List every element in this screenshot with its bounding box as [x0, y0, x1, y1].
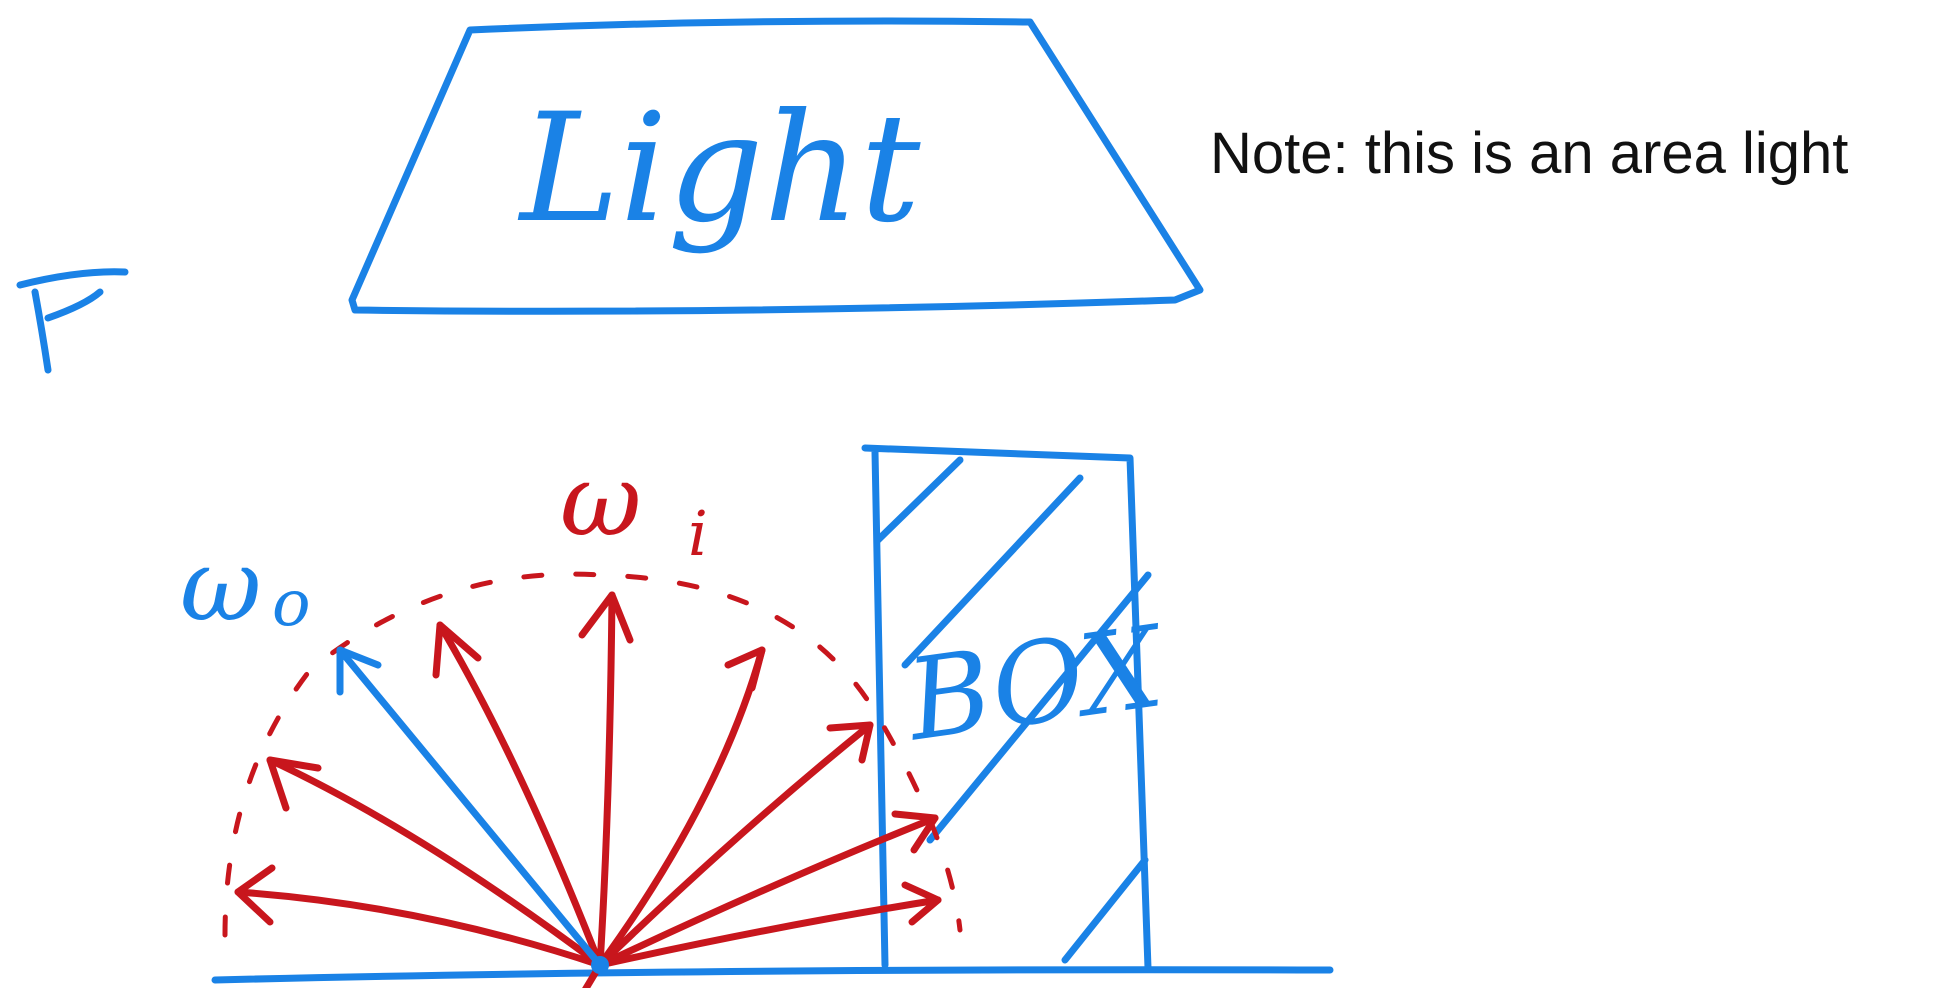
area-light-outline	[348, 17, 1204, 315]
omega-o-subscript: o	[272, 567, 311, 641]
incoming-directions	[234, 591, 942, 993]
omega-o-symbol: ω	[180, 527, 262, 644]
omega-i-symbol: ω	[560, 442, 642, 559]
outgoing-direction	[336, 646, 609, 974]
shading-point	[591, 956, 609, 974]
omega-o-label: ω o	[180, 527, 311, 644]
omega-i-subscript: i	[688, 497, 708, 570]
occluding-box: BOX	[861, 444, 1174, 972]
area-light-note: Note: this is an area light	[1210, 121, 1849, 186]
eye-icon	[16, 268, 129, 374]
light-label: Light	[517, 82, 921, 256]
hemisphere-dashed-arc	[222, 571, 963, 938]
ground-line	[211, 966, 1334, 984]
omega-i-label: ω i	[560, 442, 708, 570]
area-light: Light	[348, 17, 1204, 315]
